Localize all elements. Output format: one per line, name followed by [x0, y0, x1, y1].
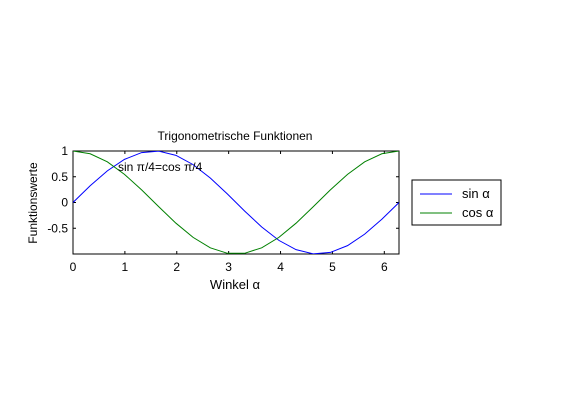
y-tick-label: 0.5 — [51, 170, 68, 184]
y-tick-label: -0.5 — [47, 221, 68, 235]
y-tick-label: 1 — [61, 144, 68, 158]
y-tick-label: 0 — [61, 196, 68, 210]
legend-label-sin: sin α — [462, 186, 490, 201]
x-tick-label: 6 — [381, 260, 388, 274]
x-tick-label: 3 — [225, 260, 232, 274]
y-tick-labels: -0.5 0 0.5 1 — [47, 144, 68, 235]
legend: sin α cos α — [411, 179, 502, 226]
series-layer — [73, 151, 399, 254]
y-axis-label: Funktionswerte — [26, 162, 40, 244]
x-tick-label: 5 — [329, 260, 336, 274]
x-axis-label: Winkel α — [210, 277, 261, 292]
x-tick-labels: 0 1 2 3 4 5 6 — [70, 260, 388, 274]
legend-label-cos: cos α — [462, 205, 494, 220]
x-tick-label: 2 — [173, 260, 180, 274]
legend-box — [411, 179, 502, 226]
x-tick-label: 0 — [70, 260, 77, 274]
x-tick-label: 1 — [122, 260, 129, 274]
plot-area: sin π/4=cos π/4 — [72, 150, 400, 255]
series-line-sin — [73, 151, 399, 254]
annotation-text: sin π/4=cos π/4 — [118, 160, 203, 174]
chart-title: Trigonometrische Funktionen — [158, 129, 313, 143]
x-tick-label: 4 — [277, 260, 284, 274]
series-line-cos — [73, 151, 399, 254]
